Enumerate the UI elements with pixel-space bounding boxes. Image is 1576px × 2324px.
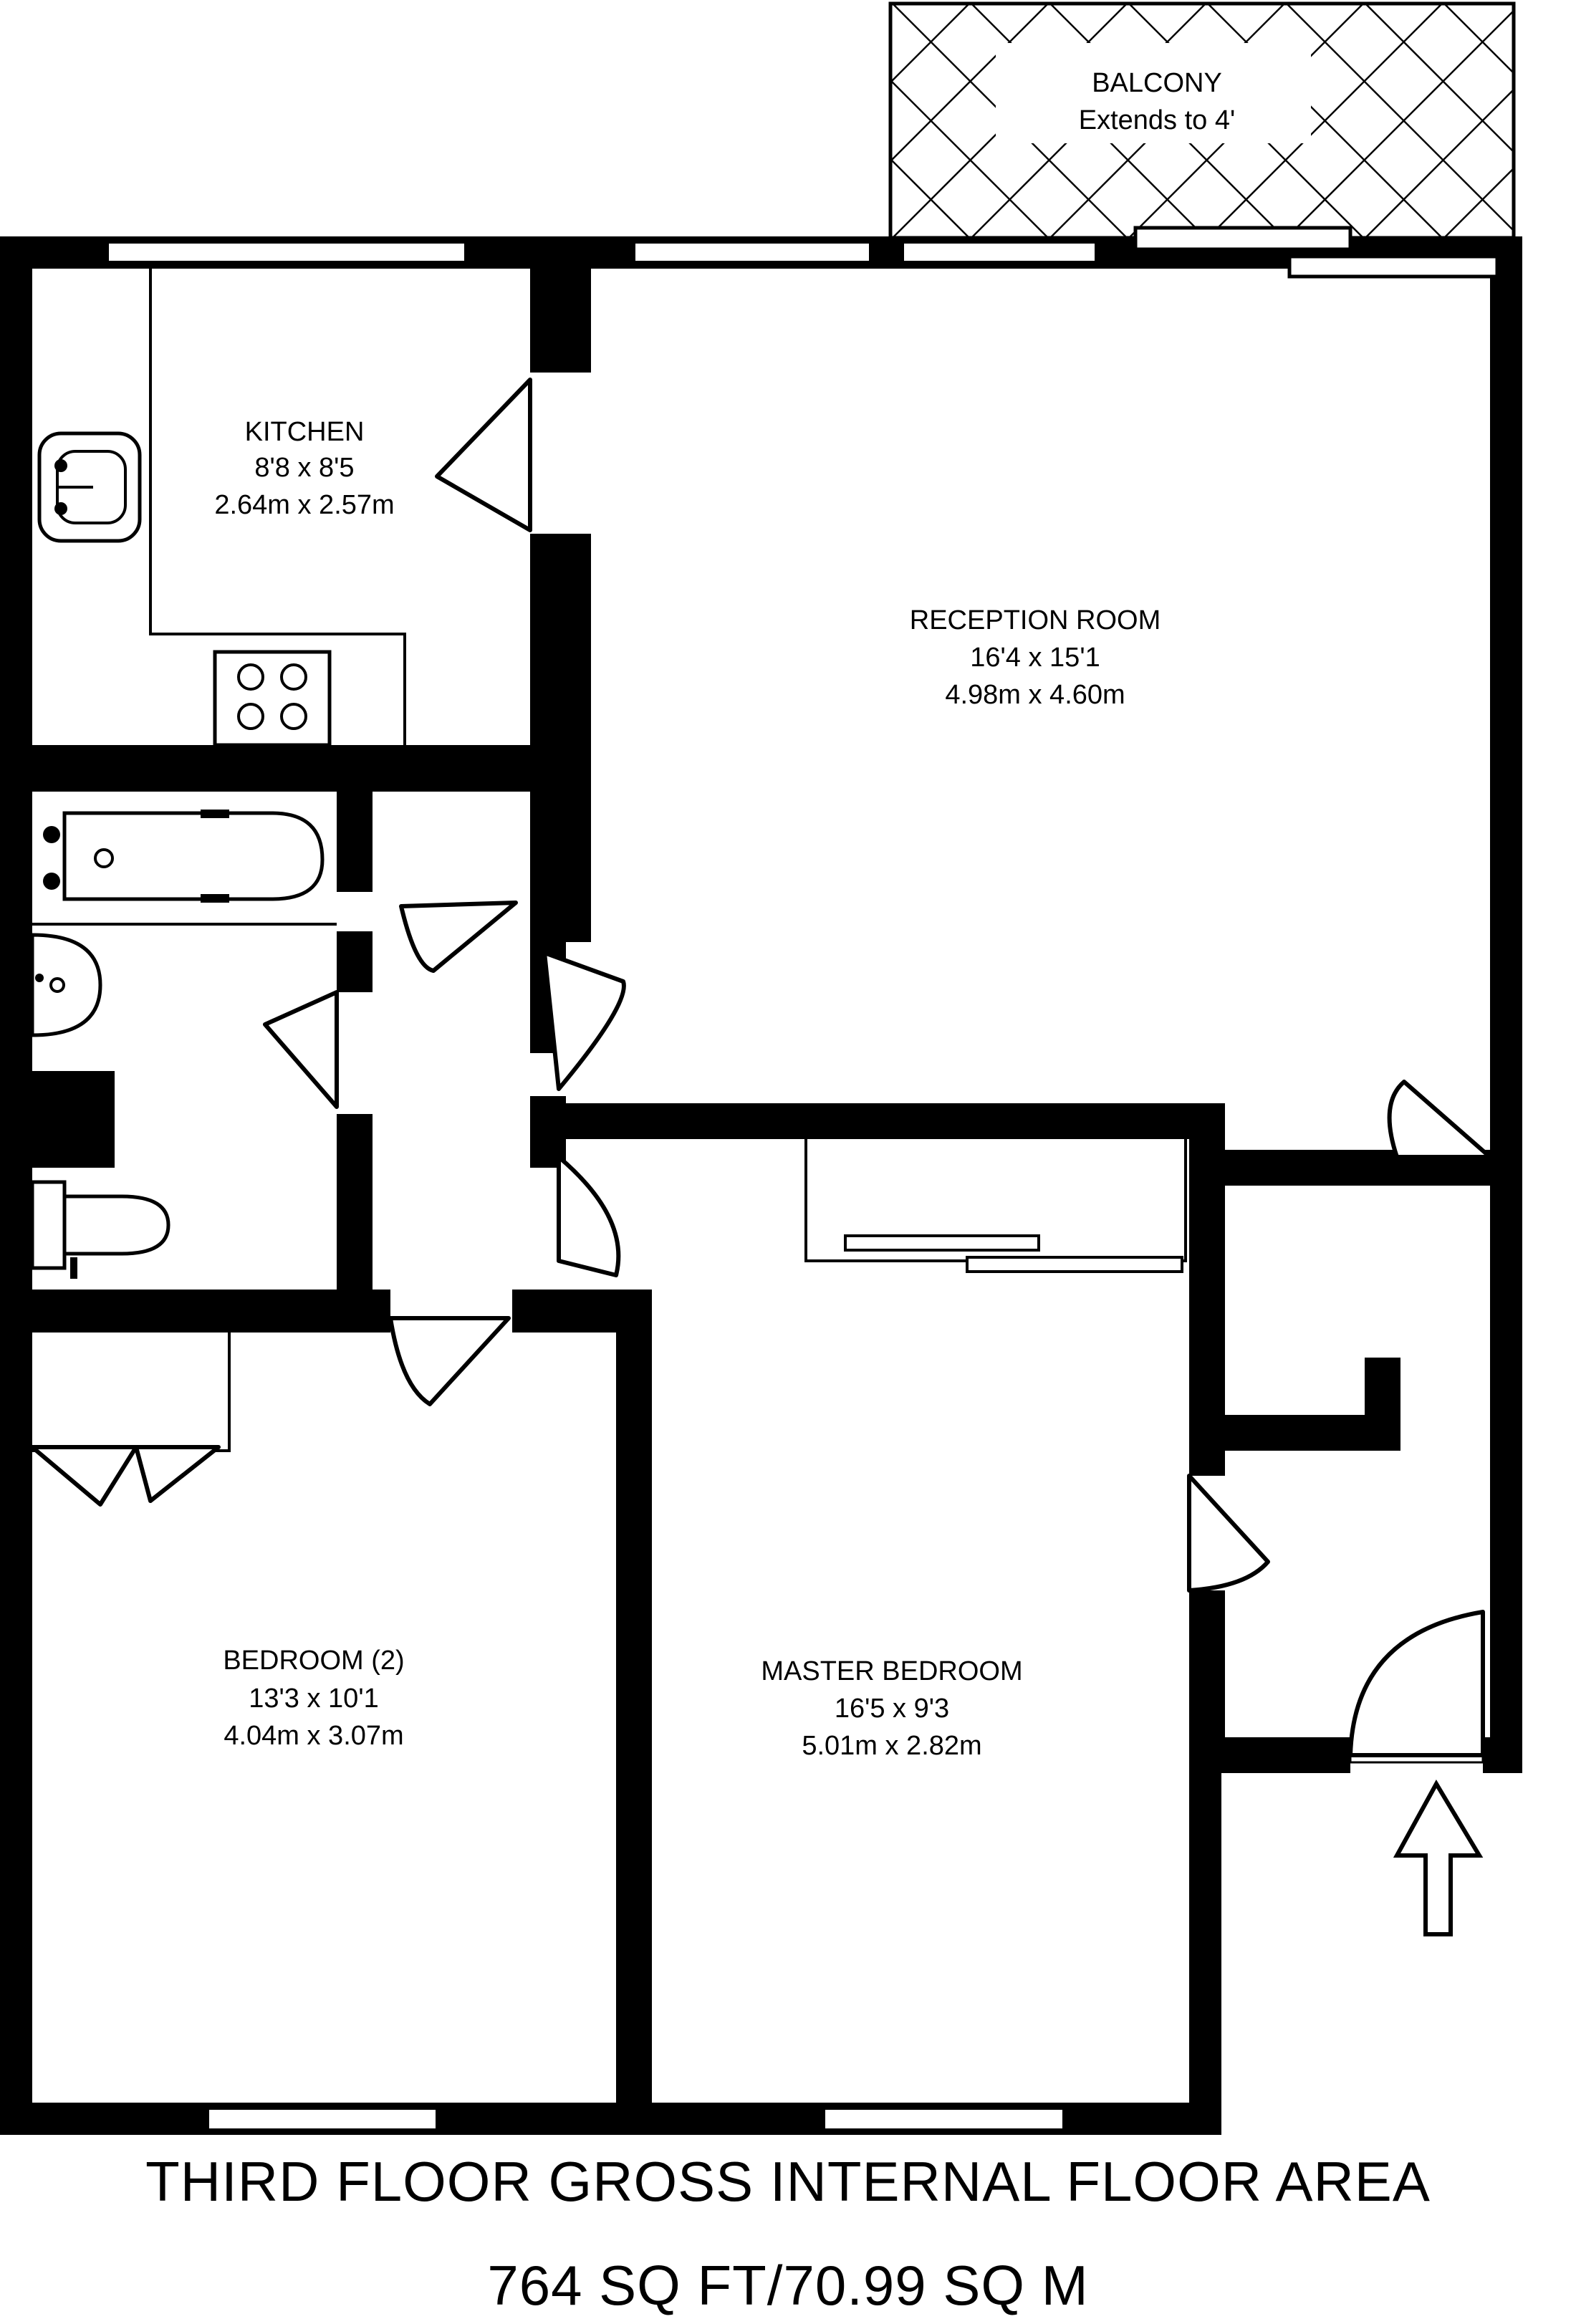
master-wardrobe	[804, 1139, 1187, 1273]
toilet-icon	[30, 1180, 170, 1279]
entrance-door	[1348, 1610, 1485, 1757]
master-name: MASTER BEDROOM	[761, 1656, 1022, 1686]
bedroom2-wardrobe	[30, 1333, 231, 1507]
kitchen-imperial: 8'8 x 8'5	[254, 453, 354, 483]
hob-icon	[213, 650, 332, 747]
kitchen-name: KITCHEN	[245, 417, 365, 447]
hatch-line	[890, 4, 891, 5]
sink-icon	[37, 431, 142, 543]
bedroom2-door	[388, 1316, 511, 1406]
bedroom2-name: BEDROOM (2)	[223, 1646, 404, 1676]
hatch-line	[1207, 4, 1443, 238]
master-label: MASTER BEDROOM 16'5 x 9'3 5.01m x 2.82m	[761, 1656, 1022, 1761]
balcony: BALCONY Extends to 4'	[888, 1, 1576, 240]
basin-icon	[30, 933, 102, 1037]
bedroom2-hall-door	[557, 1155, 621, 1277]
bathroom-fittings	[30, 810, 337, 1279]
doors	[263, 378, 1492, 1757]
master-imperial: 16'5 x 9'3	[835, 1694, 949, 1724]
hatch-line	[1443, 167, 1514, 238]
bedroom2-label: BEDROOM (2) 13'3 x 10'1 4.04m x 3.07m	[223, 1646, 404, 1751]
balcony-note: Extends to 4'	[1079, 105, 1236, 135]
hatch-line	[1523, 4, 1576, 238]
floor-area-value: 764 SQ FT/70.99 SQ M	[487, 2254, 1089, 2317]
master-door	[1187, 1474, 1270, 1593]
kitchen-label: KITCHEN 8'8 x 8'5 2.64m x 2.57m	[214, 417, 394, 520]
floor-area-title: THIRD FLOOR GROSS INTERNAL FLOOR AREA	[145, 2150, 1431, 2213]
bedroom2-metric: 4.04m x 3.07m	[224, 1721, 403, 1751]
bedroom2-imperial: 13'3 x 10'1	[249, 1684, 378, 1714]
kitchen-metric: 2.64m x 2.57m	[214, 490, 394, 520]
hatch-line	[1523, 4, 1576, 238]
reception-name: RECEPTION ROOM	[910, 605, 1161, 635]
hatch-line	[890, 158, 970, 238]
reception-metric: 4.98m x 4.60m	[945, 680, 1125, 710]
entrance-arrow-icon	[1393, 1779, 1484, 1936]
walls	[0, 236, 1522, 2135]
hatch-line	[890, 4, 1049, 163]
kitchen-fittings	[37, 269, 406, 747]
reception-door	[542, 951, 626, 1091]
kitchen-door	[435, 378, 532, 532]
bath-icon	[43, 810, 325, 903]
hatch-line	[890, 4, 970, 84]
reception-imperial: 16'4 x 15'1	[970, 643, 1100, 673]
bath-hall-door	[263, 990, 339, 1109]
bathroom-door	[399, 901, 518, 973]
reception-label: RECEPTION ROOM 16'4 x 15'1 4.98m x 4.60m	[910, 605, 1161, 710]
hatch-line	[890, 236, 891, 238]
balcony-label: BALCONY	[1092, 68, 1222, 98]
master-metric: 5.01m x 2.82m	[802, 1731, 981, 1761]
hatch-line	[1365, 88, 1514, 238]
hatch-line	[1443, 4, 1514, 75]
cupboard-door	[1387, 1080, 1492, 1159]
hatch-line	[1286, 9, 1514, 238]
